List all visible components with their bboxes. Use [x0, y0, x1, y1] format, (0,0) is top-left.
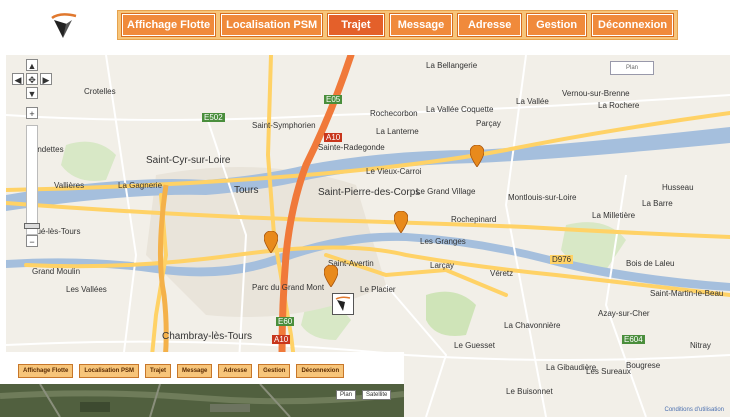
map-label-husseau: Husseau: [662, 183, 694, 192]
inset-localisation-psm-button[interactable]: Localisation PSM: [79, 364, 140, 378]
map-label-rochecorbon: Rochecorbon: [370, 109, 418, 118]
map-label-tours: Tours: [234, 185, 259, 196]
road-shield-e60: E60: [276, 317, 295, 326]
map-label-joue: Joué-lès-Tours: [28, 227, 81, 236]
map-label-vernou: Vernou-sur-Brenne: [562, 89, 630, 98]
nav-message-button[interactable]: Message: [389, 14, 453, 36]
zoom-in-icon[interactable]: +: [26, 107, 38, 119]
nav-adresse-button[interactable]: Adresse: [458, 14, 522, 36]
map-label-parcay: Parçay: [476, 119, 501, 128]
map-label-saint-cyr: Saint-Cyr-sur-Loire: [146, 155, 231, 166]
map-label-lanterne: La Lanterne: [376, 127, 419, 136]
pan-center-icon[interactable]: ✥: [26, 73, 38, 85]
map-type-button[interactable]: Plan: [610, 61, 654, 75]
road-shield-a10-north: A10: [324, 133, 343, 142]
map-label-le-placier: Le Placier: [360, 285, 396, 294]
map-label-buisonnet: Le Buisonnet: [506, 387, 553, 396]
map-pin-icon[interactable]: [324, 265, 338, 287]
map-label-saint-avertin: Saint-Avertin: [328, 259, 374, 268]
map-label-azay: Azay-sur-Cher: [598, 309, 650, 318]
pan-down-icon[interactable]: ▼: [26, 87, 38, 99]
map-label-saint-pierre: Saint-Pierre-des-Corps: [318, 187, 421, 198]
inset-message-button[interactable]: Message: [177, 364, 213, 378]
map-copyright-link[interactable]: Conditions d'utilisation: [664, 407, 724, 413]
inset-satellite-map[interactable]: Plan Satellite: [0, 384, 404, 417]
map-label-saint-symphorien: Saint-Symphorien: [252, 121, 316, 130]
nav-trajet-button[interactable]: Trajet: [328, 14, 384, 36]
map-label-rochepinard: Rochepinard: [451, 215, 497, 224]
inset-adresse-button[interactable]: Adresse: [218, 364, 253, 378]
map-label-bois-de-laleu: Bois de Laleu: [626, 259, 675, 268]
map-label-veretz: Véretz: [490, 269, 514, 278]
map-label-la-barre: La Barre: [642, 199, 673, 208]
map-label-bougrese: Bougrese: [626, 361, 661, 370]
map-label-bellangerie: La Bellangerie: [426, 61, 478, 70]
zoom-slider-thumb[interactable]: [24, 223, 40, 229]
inset-gestion-button[interactable]: Gestion: [258, 364, 291, 378]
road-shield-e502: E502: [202, 113, 225, 122]
map-label-fondettes: Fondettes: [28, 145, 64, 154]
road-shield-e604: E604: [622, 335, 645, 344]
road-shield-a10-south: A10: [272, 335, 291, 344]
map-label-vallee-coquette: La Vallée Coquette: [426, 105, 494, 114]
map-pin-icon[interactable]: [264, 231, 278, 253]
pan-up-icon[interactable]: ▲: [26, 59, 38, 71]
road-shield-e05-north: E05: [324, 95, 343, 104]
map-label-gibaudiere: La Gibaudière: [546, 363, 597, 372]
map-label-chambray: Chambray-lès-Tours: [162, 331, 253, 342]
zoom-slider-track[interactable]: [26, 125, 38, 235]
map-label-gagnerie: La Gagnerie: [118, 181, 163, 190]
map-label-la-vallee: La Vallée: [516, 97, 549, 106]
zoom-out-icon[interactable]: −: [26, 235, 38, 247]
inset-satellite-button[interactable]: Satellite: [362, 390, 392, 400]
inset-affichage-flotte-button[interactable]: Affichage Flotte: [18, 364, 74, 378]
nav-affichage-flotte-button[interactable]: Affichage Flotte: [122, 14, 216, 36]
inset-plan-button[interactable]: Plan: [336, 390, 357, 400]
vehicle-logo-marker-icon[interactable]: [332, 293, 354, 315]
map-label-la-rochere: La Rochere: [598, 101, 640, 110]
map-label-vallieres: Vallières: [54, 181, 85, 190]
main-nav: Affichage Flotte Localisation PSM Trajet…: [117, 10, 678, 40]
pan-left-icon[interactable]: ◀: [12, 73, 24, 85]
map-label-guesset: Le Guesset: [454, 341, 495, 350]
road-shield-d976: D976: [550, 255, 574, 264]
map-pin-icon[interactable]: [470, 145, 484, 167]
map-label-montlouis: Montlouis-sur-Loire: [508, 193, 577, 202]
app-logo: [46, 8, 82, 44]
map-label-grand-village: Le Grand Village: [416, 187, 476, 196]
inset-trajet-button[interactable]: Trajet: [145, 364, 172, 378]
map-label-les-vallees: Les Vallées: [66, 285, 107, 294]
map-label-sainte-radegonde: Sainte-Radegonde: [318, 143, 385, 152]
nav-gestion-button[interactable]: Gestion: [527, 14, 587, 36]
map-label-saint-martin: Saint-Martin-le-Beau: [650, 289, 724, 298]
map-label-nitray: Nitray: [690, 341, 711, 350]
nav-localisation-psm-button[interactable]: Localisation PSM: [221, 14, 323, 36]
map-pin-icon[interactable]: [394, 211, 408, 233]
inset-deconnexion-button[interactable]: Déconnexion: [296, 364, 345, 378]
map-label-grand-mont: Parc du Grand Mont: [252, 283, 325, 292]
map-label-vieux-carroi: Le Vieux-Carroi: [366, 167, 422, 176]
map-label-larcay: Larçay: [430, 261, 455, 270]
map-label-grand-moulin: Grand Moulin: [32, 267, 81, 276]
map-label-chavonniere: La Chavonnière: [504, 321, 561, 330]
pan-right-icon[interactable]: ▶: [40, 73, 52, 85]
map-label-sureaux: Les Sureaux: [586, 367, 631, 376]
map-label-milletiere: La Milletière: [592, 211, 636, 220]
map-label-crotelles: Crotelles: [84, 87, 116, 96]
inset-nav: Affichage Flotte Localisation PSM Trajet…: [0, 360, 404, 382]
map-label-granges: Les Granges: [420, 237, 466, 246]
nav-deconnexion-button[interactable]: Déconnexion: [592, 14, 673, 36]
inset-preview: Affichage Flotte Localisation PSM Trajet…: [0, 352, 404, 417]
map-nav-control: ▲ ◀ ✥ ▶ ▼ + −: [6, 55, 58, 255]
